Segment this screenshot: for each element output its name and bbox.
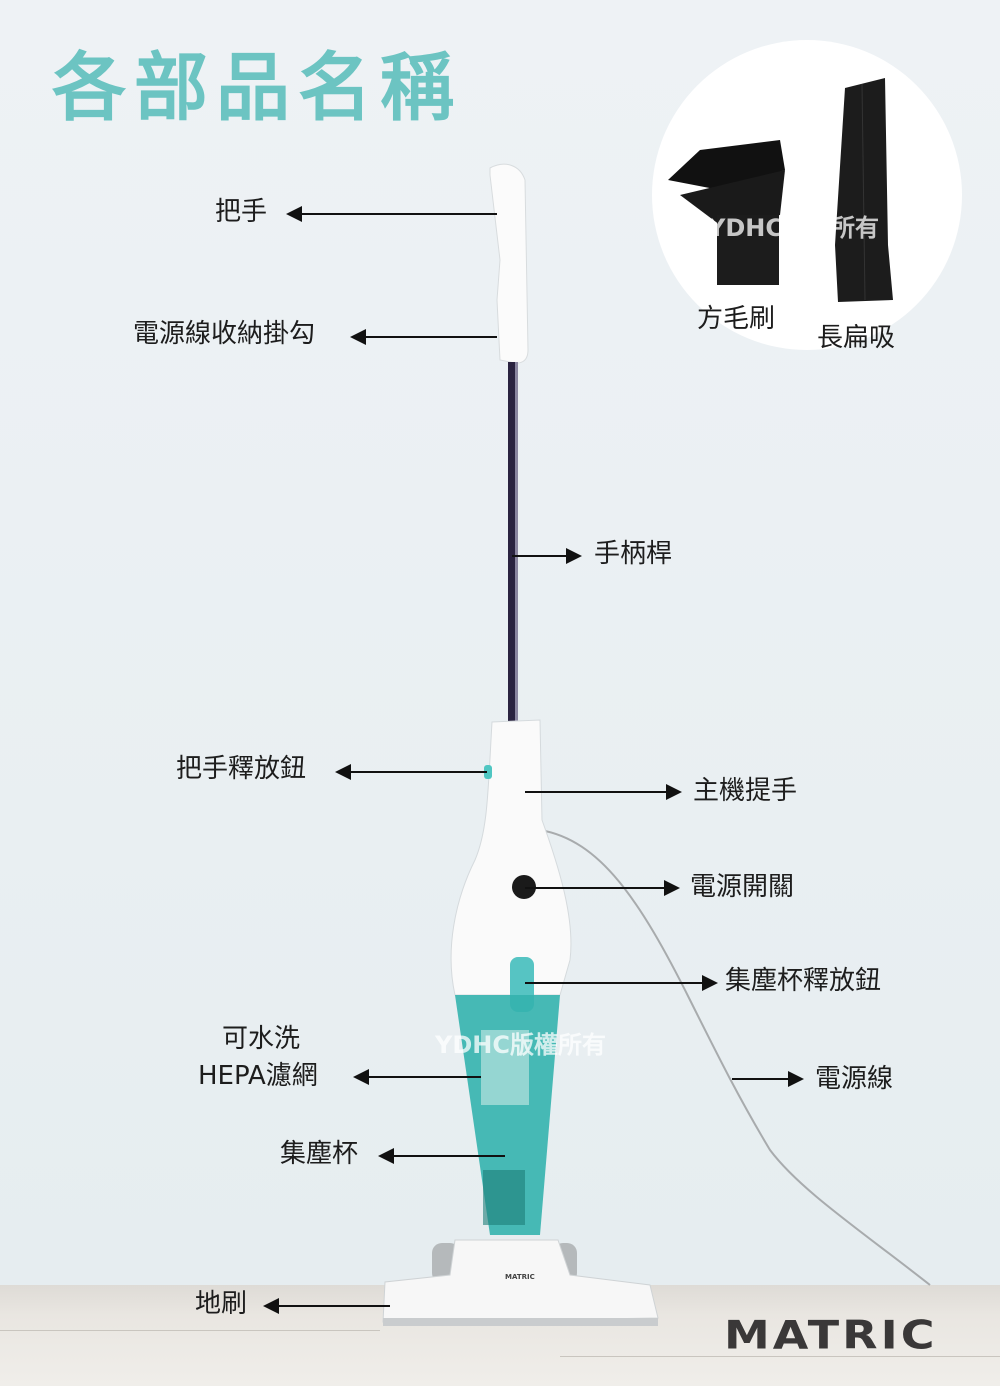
label-main-handle: 主機提手 [693,776,798,806]
label-handle-release: 把手釋放鈕 [176,754,307,784]
label-power-cord: 電源線 [815,1064,894,1094]
power-cord [539,829,931,1286]
arrow-left [353,1069,481,1085]
arrow-left [378,1148,505,1164]
floor-brush [382,1239,659,1323]
floor-seam [560,1356,1000,1357]
vacuum-body [450,719,572,996]
square-brush-image [668,140,785,285]
arrow-right [525,880,680,896]
label-cup-release: 集塵杯釋放鈕 [725,966,882,996]
arrow-left [263,1298,390,1314]
label-power-switch: 電源開關 [690,872,795,902]
label-dust-cup: 集塵杯 [280,1139,359,1169]
label-floor-brush: 地刷 [195,1289,248,1319]
hepa-filter [481,1030,529,1105]
label-handle-rod: 手柄桿 [594,539,673,569]
label-hepa-line1: 可水洗 [222,1024,301,1054]
arrow-right [525,784,682,800]
crevice-tool-image [835,78,893,302]
label-handle: 把手 [215,197,268,227]
floor-seam [0,1330,380,1331]
vacuum-handle [489,163,529,364]
label-crevice-tool: 長扁吸 [817,323,896,353]
arrow-right [732,1071,804,1087]
page-title: 各部品名稱 [52,45,462,131]
brand-logo: MATRIC [724,1312,938,1358]
arrow-left [335,764,487,780]
arrow-right [525,975,718,991]
power-switch-button [512,875,536,899]
label-hepa-line2: HEPA濾網 [198,1061,318,1091]
arrow-right [512,548,582,564]
vacuum-rod [508,362,518,722]
watermark: YDHC版權所有 [435,1031,606,1059]
arrow-left [286,206,497,222]
label-square-brush: 方毛刷 [697,304,776,334]
brush-brand-text: MATRIC [505,1273,535,1281]
handle-release-button [484,765,492,779]
label-cord-hook: 電源線收納掛勾 [133,319,316,349]
watermark: YDHC版權所有 [708,214,879,242]
arrow-left [350,329,497,345]
